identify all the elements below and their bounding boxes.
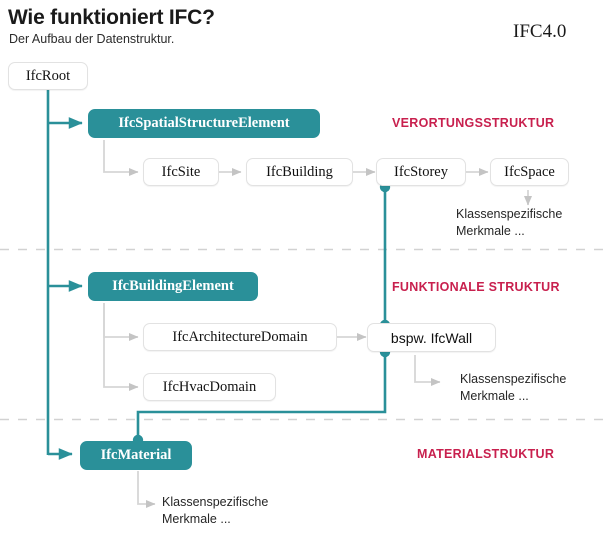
arrow-buildingelement-to-hvac xyxy=(103,303,139,392)
page-subtitle: Der Aufbau der Datenstruktur. xyxy=(9,32,175,46)
node-label: IfcMaterial xyxy=(100,447,172,463)
node-label: IfcSpace xyxy=(504,163,555,180)
node-ifcsite[interactable]: IfcSite xyxy=(143,158,219,186)
node-label: IfcBuildingElement xyxy=(112,278,234,294)
section-label-verortung: VERORTUNGSSTRUKTUR xyxy=(392,116,555,130)
note-verortung: Klassenspezifische Merkmale ... xyxy=(456,207,563,238)
page-title: Wie funktioniert IFC? xyxy=(8,6,215,29)
node-label: bspw. IfcWall xyxy=(390,329,473,346)
ifc-version-label: IFC4.0 xyxy=(513,21,567,42)
section-label-funktional: FUNKTIONALE STRUKTUR xyxy=(392,280,560,294)
note-funktional: Klassenspezifische Merkmale ... xyxy=(460,372,567,403)
arrow-material-to-note xyxy=(137,471,156,509)
node-label: IfcHvacDomain xyxy=(162,378,257,395)
arrow-buildingelement-to-architecture xyxy=(103,303,139,342)
node-label: IfcSite xyxy=(161,163,201,180)
node-label: IfcSpatialStructureElement xyxy=(118,115,290,131)
node-ifcwall-instance[interactable]: bspw. IfcWall xyxy=(367,323,496,352)
node-ifcstorey[interactable]: IfcStorey xyxy=(376,158,466,186)
node-ifcmaterial[interactable]: IfcMaterial xyxy=(80,441,192,470)
section-label-material: MATERIALSTRUKTUR xyxy=(417,447,555,461)
node-label: IfcRoot xyxy=(25,67,71,84)
node-ifcspace[interactable]: IfcSpace xyxy=(490,158,569,186)
node-label: IfcArchitectureDomain xyxy=(172,328,308,345)
arrow-spatial-to-site xyxy=(103,140,139,177)
node-ifcbuildingelement[interactable]: IfcBuildingElement xyxy=(88,272,258,301)
node-label: IfcBuilding xyxy=(266,163,333,180)
node-ifcroot[interactable]: IfcRoot xyxy=(8,62,88,90)
node-label: IfcStorey xyxy=(394,163,448,180)
node-ifcbuilding[interactable]: IfcBuilding xyxy=(246,158,353,186)
spine-wall-to-material xyxy=(136,352,387,440)
node-ifcspatialstructureelement[interactable]: IfcSpatialStructureElement xyxy=(88,109,320,138)
node-ifcarchitecturedomain[interactable]: IfcArchitectureDomain xyxy=(143,323,337,351)
arrow-wall-to-note xyxy=(414,355,441,387)
node-ifchvacdomain[interactable]: IfcHvacDomain xyxy=(143,373,276,401)
note-material: Klassenspezifische Merkmale ... xyxy=(162,495,269,526)
